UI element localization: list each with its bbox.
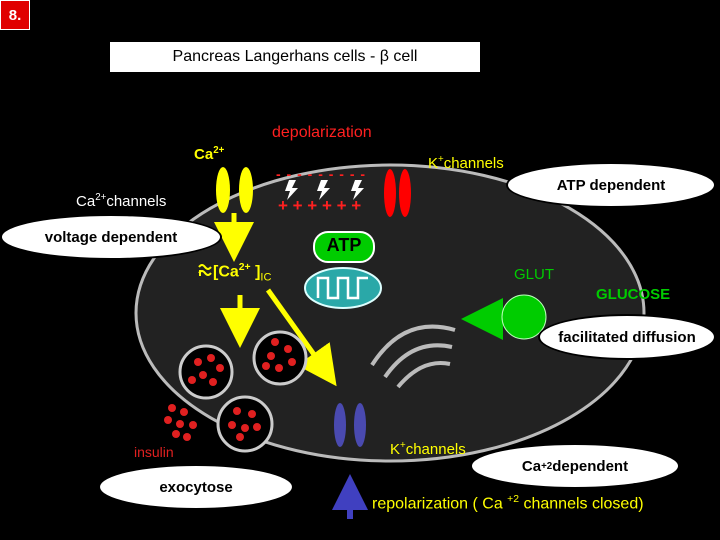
ca-dependent-k-channel-left — [334, 403, 346, 447]
ca-channel-right — [239, 167, 253, 213]
beta-cell-body — [134, 163, 646, 463]
k-channels-bottom-label: K+channels — [390, 440, 466, 458]
atp-dependent-label: ATP dependent — [506, 162, 716, 208]
k-channel-right — [399, 169, 411, 217]
ca-dependent-k-channel-right — [354, 403, 366, 447]
ca-channels-label: Ca2+channels — [76, 192, 167, 210]
mitochondrion-icon — [304, 267, 382, 309]
wave-icon — [198, 264, 212, 276]
slide-number: 8. — [0, 0, 30, 30]
repolarization-label: repolarization ( Ca +2 channels closed) — [372, 494, 644, 513]
glut-label: GLUT — [514, 266, 555, 283]
insulin-granule — [252, 330, 308, 386]
insulin-label: insulin — [134, 444, 174, 460]
ca-channel-left — [216, 167, 230, 213]
voltage-dependent-label: voltage dependent — [0, 214, 222, 260]
intracellular-ca-label: [Ca2+ ]IC — [213, 262, 272, 284]
k-channels-label: K+channels — [428, 154, 504, 172]
insulin-granule — [178, 344, 234, 400]
glut-transporter — [501, 294, 547, 340]
ca2-label: Ca2+ — [194, 145, 225, 163]
atp-label: ATP — [326, 235, 362, 255]
golgi-icon — [370, 324, 456, 389]
k-channel-left — [384, 169, 396, 217]
released-insulin-icon — [164, 404, 197, 441]
ca-dependent-label: Ca+2 dependent — [470, 443, 680, 489]
k-channel-trigger-arrow — [265, 288, 337, 387]
lightning-bolt-icons — [285, 180, 364, 200]
positive-charges-label: + + + + + + — [278, 196, 362, 215]
glucose-label: GLUCOSE — [596, 286, 671, 303]
exocytose-label: exocytose — [98, 464, 294, 510]
facilitated-diffusion-label: facilitated diffusion — [538, 314, 716, 360]
insulin-granule — [216, 395, 274, 453]
page-title: Pancreas Langerhans cells - β cell — [110, 42, 480, 72]
depolarization-label: depolarization — [272, 124, 372, 141]
atp-badge — [313, 231, 375, 263]
negative-charges-label: - - - - - - - - - — [276, 166, 367, 182]
